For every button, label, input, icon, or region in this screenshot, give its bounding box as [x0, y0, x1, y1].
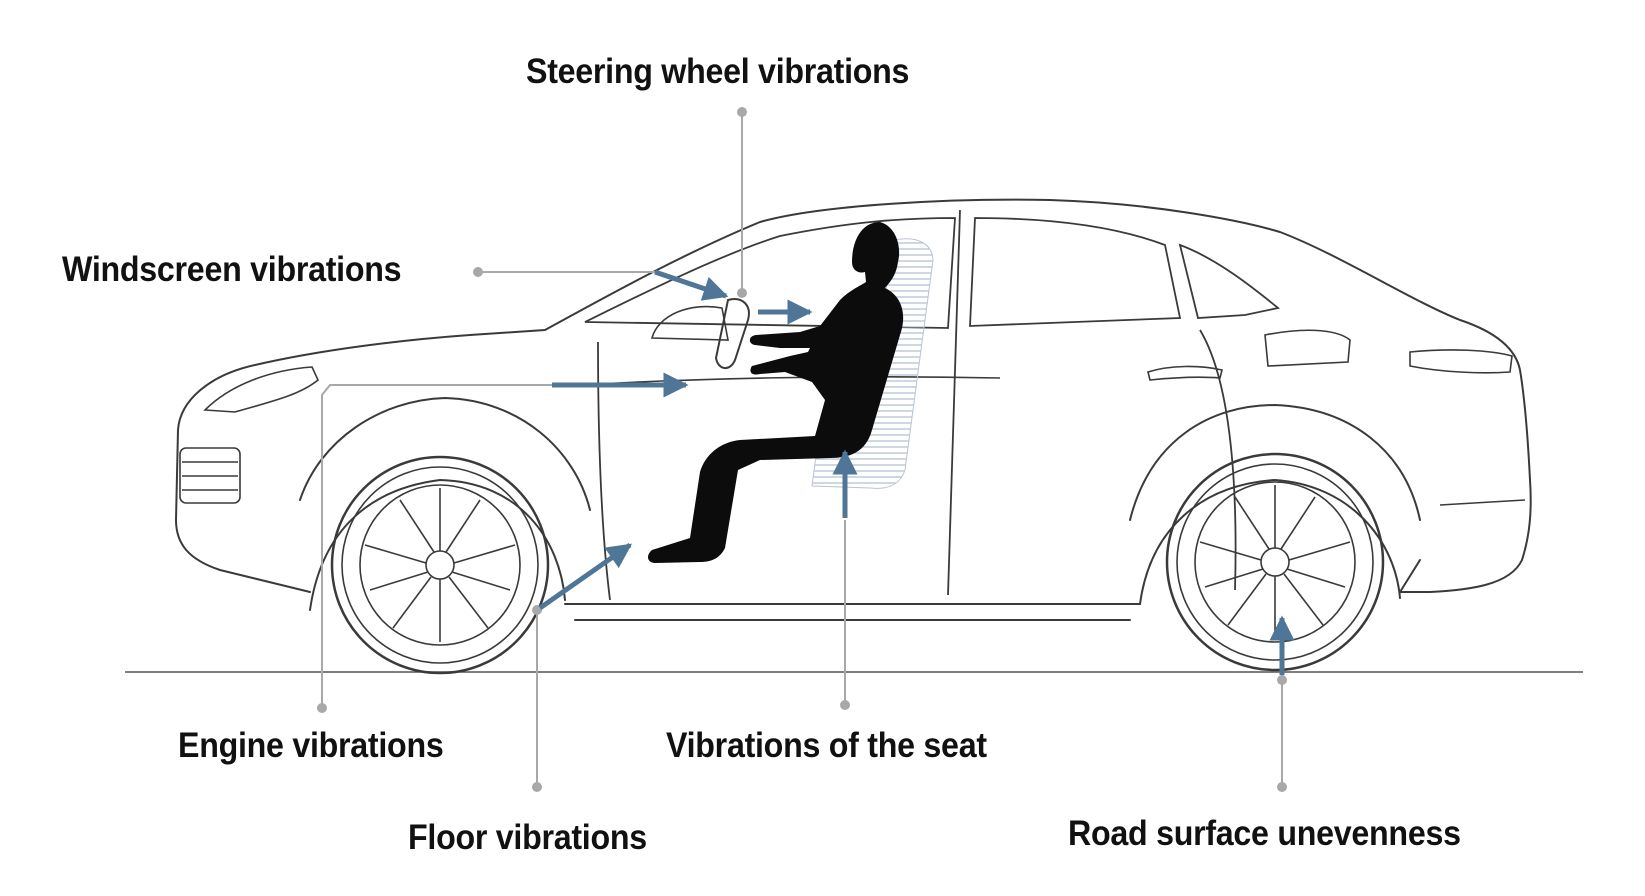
floor-arrow	[538, 542, 633, 611]
windscreen-vibrations-label: Windscreen vibrations	[62, 250, 402, 289]
floor-vibrations-label: Floor vibrations	[408, 818, 647, 857]
rear-wheel	[1165, 452, 1385, 672]
steering-wheel	[714, 298, 750, 369]
steering-wheel-vibrations-label: Steering wheel vibrations	[526, 52, 910, 91]
car-windows	[584, 209, 1281, 601]
seat-vibrations-label: Vibrations of the seat	[666, 726, 987, 765]
seat-backrest	[811, 238, 934, 489]
driver-silhouette	[648, 222, 904, 563]
leader-lines	[317, 107, 1287, 792]
front-wheel	[330, 455, 550, 675]
vibration-arrows	[538, 269, 1295, 675]
windscreen-arrow	[654, 269, 729, 301]
car-details	[179, 305, 1526, 506]
road-surface-unevenness-label: Road surface unevenness	[1068, 814, 1461, 853]
engine-vibrations-label: Engine vibrations	[178, 726, 444, 765]
car-body-outline	[175, 198, 1532, 621]
